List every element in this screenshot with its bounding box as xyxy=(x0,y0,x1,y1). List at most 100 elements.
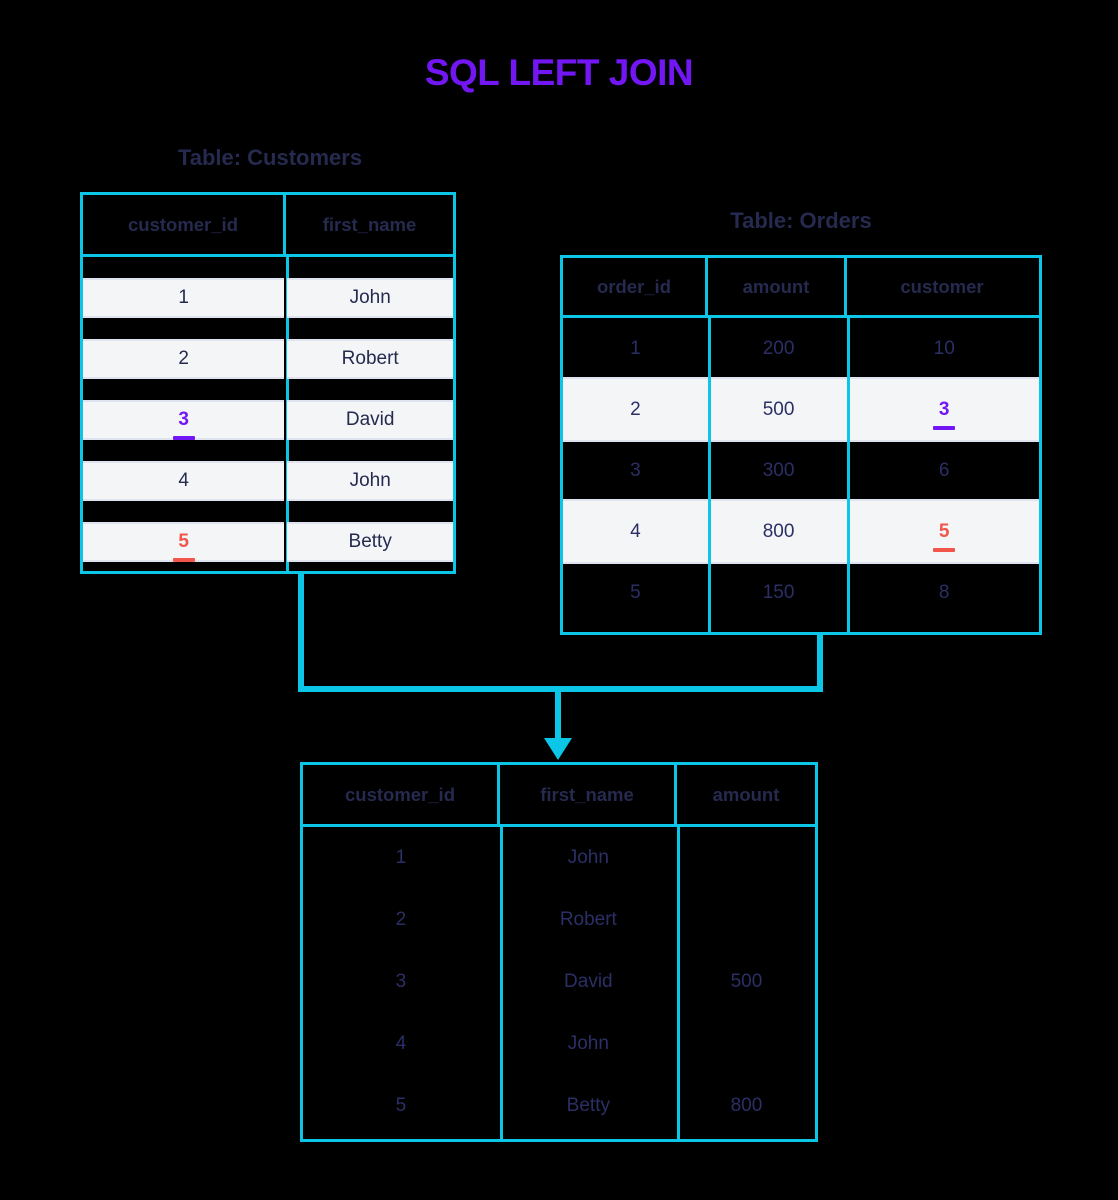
result-cell-id: 4 xyxy=(395,1033,407,1054)
cell-text: 1 xyxy=(630,337,641,359)
cell-text: 2 xyxy=(630,398,641,420)
result-cell-name: John xyxy=(567,1033,609,1054)
result-cell-name: Robert xyxy=(559,909,617,930)
cell-text: Betty xyxy=(348,531,392,552)
cell-text: 2 xyxy=(178,348,189,369)
result-header-customer-id: customer_id xyxy=(303,765,500,824)
cell-text: 4 xyxy=(630,520,641,542)
orders-cell-customer: 3 xyxy=(849,379,1039,440)
table-row: 5 Betty 800 xyxy=(303,1075,815,1137)
table-row: 2 500 3 xyxy=(563,379,1039,440)
connector-line-customers xyxy=(298,574,304,692)
result-cell-amount xyxy=(678,827,815,889)
orders-cell-order-id: 1 xyxy=(563,318,708,379)
customers-cell-id: 5 xyxy=(83,522,285,562)
customers-body: 1 John 2 Robert 3 David 4 John 5 Betty xyxy=(83,257,453,571)
orders-cell-amount: 300 xyxy=(708,440,850,501)
orders-body: 1 200 10 2 500 3 3 300 6 4 800 5 5 1 xyxy=(563,318,1039,632)
result-column-divider-1 xyxy=(500,827,503,1139)
customers-cell-name: John xyxy=(287,461,453,501)
connector-line-orders xyxy=(817,635,823,692)
table-row: 1 200 10 xyxy=(563,318,1039,379)
orders-cell-order-id: 2 xyxy=(563,379,708,440)
result-table: customer_id first_name amount 1 John 2 R… xyxy=(300,762,818,1142)
table-row: 1 John xyxy=(83,278,453,318)
table-row: 3 David xyxy=(83,400,453,440)
table-row: 3 300 6 xyxy=(563,440,1039,501)
orders-cell-customer: 10 xyxy=(849,318,1039,379)
customers-cell-name: John xyxy=(287,278,453,318)
result-cell-amount: 500 xyxy=(730,971,763,992)
orders-cell-customer: 8 xyxy=(849,562,1039,623)
orders-header-customer: customer xyxy=(900,275,984,297)
cell-text: John xyxy=(349,470,391,491)
orders-cell-amount: 150 xyxy=(708,562,850,623)
matched-key-value: 3 xyxy=(178,409,189,430)
table-row: 4 John xyxy=(303,1013,815,1075)
table-row: 5 Betty xyxy=(83,522,453,562)
table-row: 4 800 5 xyxy=(563,501,1039,562)
result-body: 1 John 2 Robert 3 David 500 4 John 5 xyxy=(303,827,815,1139)
orders-column-divider-2 xyxy=(847,318,850,632)
cell-text: 800 xyxy=(762,520,795,542)
orders-column-divider-1 xyxy=(708,318,711,632)
cell-text: 4 xyxy=(178,470,189,491)
orders-cell-customer: 5 xyxy=(849,501,1039,562)
cell-text: 200 xyxy=(762,337,795,359)
cell-text: David xyxy=(345,409,395,430)
orders-cell-order-id: 4 xyxy=(563,501,708,562)
result-cell-name: John xyxy=(567,847,609,868)
cell-text: 1 xyxy=(178,287,189,308)
orders-cell-amount: 200 xyxy=(708,318,850,379)
orders-cell-amount: 800 xyxy=(708,501,850,562)
cell-text: 8 xyxy=(938,581,950,603)
page-title: SQL LEFT JOIN xyxy=(424,52,694,93)
table-row: 2 Robert xyxy=(83,339,453,379)
cell-text: 6 xyxy=(938,459,950,481)
customers-cell-id: 4 xyxy=(83,461,285,501)
cell-text: 5 xyxy=(630,581,641,603)
customers-header-row: customer_id first_name xyxy=(83,195,453,257)
matched-key-value: 3 xyxy=(938,398,950,420)
result-cell-id: 3 xyxy=(395,971,407,992)
cell-text: Robert xyxy=(341,348,399,369)
table-row: 4 John xyxy=(83,461,453,501)
result-cell-name: Betty xyxy=(566,1095,610,1116)
matched-key-value: 5 xyxy=(938,520,950,542)
matched-key-value: 5 xyxy=(178,531,189,552)
result-header-first-name: first_name xyxy=(500,765,677,824)
customers-cell-name: David xyxy=(287,400,453,440)
customers-cell-id: 2 xyxy=(83,339,285,379)
cell-text: 10 xyxy=(933,337,955,359)
orders-table-caption: Table: Orders xyxy=(730,208,872,233)
customers-header-first-name: first_name xyxy=(322,213,417,235)
result-cell-amount xyxy=(678,889,815,951)
customers-cell-id: 1 xyxy=(83,278,285,318)
orders-cell-amount: 500 xyxy=(708,379,850,440)
orders-cell-order-id: 3 xyxy=(563,440,708,501)
table-row: 1 John xyxy=(303,827,815,889)
table-row: 2 Robert xyxy=(303,889,815,951)
cell-text: 500 xyxy=(762,398,795,420)
result-cell-id: 1 xyxy=(395,847,407,868)
orders-table: order_id amount customer 1 200 10 2 500 … xyxy=(560,255,1042,635)
cell-text: 150 xyxy=(762,581,795,603)
customers-cell-id: 3 xyxy=(83,400,285,440)
result-header-amount: amount xyxy=(712,783,780,805)
result-cell-id: 2 xyxy=(395,909,407,930)
cell-text: 3 xyxy=(630,459,641,481)
customers-cell-name: Betty xyxy=(287,522,453,562)
result-header-row: customer_id first_name amount xyxy=(303,765,815,827)
orders-cell-customer: 6 xyxy=(849,440,1039,501)
result-column-divider-2 xyxy=(677,827,680,1139)
orders-header-amount: amount xyxy=(708,258,847,315)
table-row: 3 David 500 xyxy=(303,951,815,1013)
connector-line-to-result xyxy=(555,686,561,742)
customers-cell-name: Robert xyxy=(287,339,453,379)
orders-header-order-id: order_id xyxy=(563,258,708,315)
result-cell-amount xyxy=(678,1013,815,1075)
orders-header-row: order_id amount customer xyxy=(563,258,1039,318)
result-cell-name: David xyxy=(564,971,613,992)
result-cell-id: 5 xyxy=(395,1095,407,1116)
